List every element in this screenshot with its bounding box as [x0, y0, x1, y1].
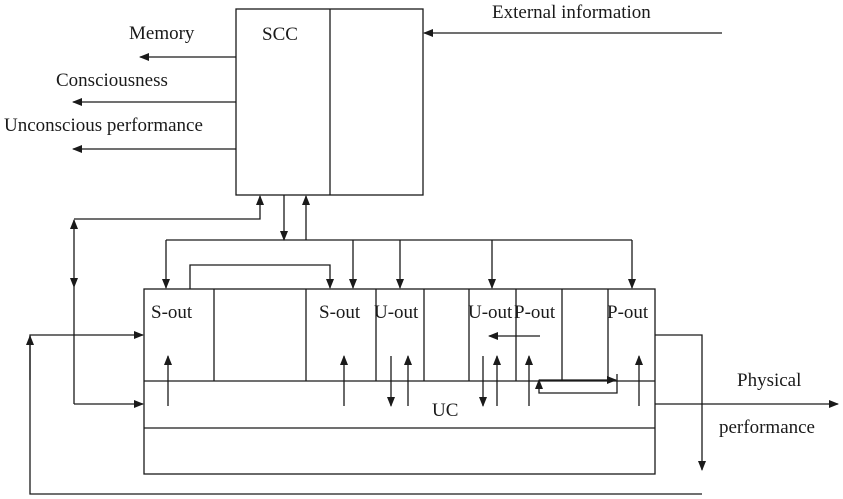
s-out-label-1: S-out — [151, 302, 193, 323]
physical-label: Physical — [737, 370, 801, 391]
p-out-label-2: P-out — [607, 302, 649, 323]
scc-box — [235, 8, 424, 196]
right-feedback-down — [655, 334, 706, 471]
consciousness-label: Consciousness — [56, 70, 168, 91]
p-out-label-1: P-out — [514, 302, 556, 323]
p-out-loop — [535, 374, 618, 394]
u-out-label-2: U-out — [468, 302, 513, 323]
u-out-label-1: U-out — [374, 302, 419, 323]
uc-box — [143, 288, 656, 475]
left-feedback-line — [74, 195, 264, 220]
unconscious-performance-label: Unconscious performance — [4, 115, 203, 136]
memory-label: Memory — [129, 23, 195, 44]
s-out-label-2: S-out — [319, 302, 361, 323]
outer-feedback-loop — [29, 331, 702, 495]
external-information-label: External information — [492, 2, 651, 23]
performance-label: performance — [719, 417, 815, 438]
inner-bracket-bus — [189, 264, 334, 289]
uc-label: UC — [432, 400, 458, 421]
scc-label: SCC — [262, 24, 298, 45]
